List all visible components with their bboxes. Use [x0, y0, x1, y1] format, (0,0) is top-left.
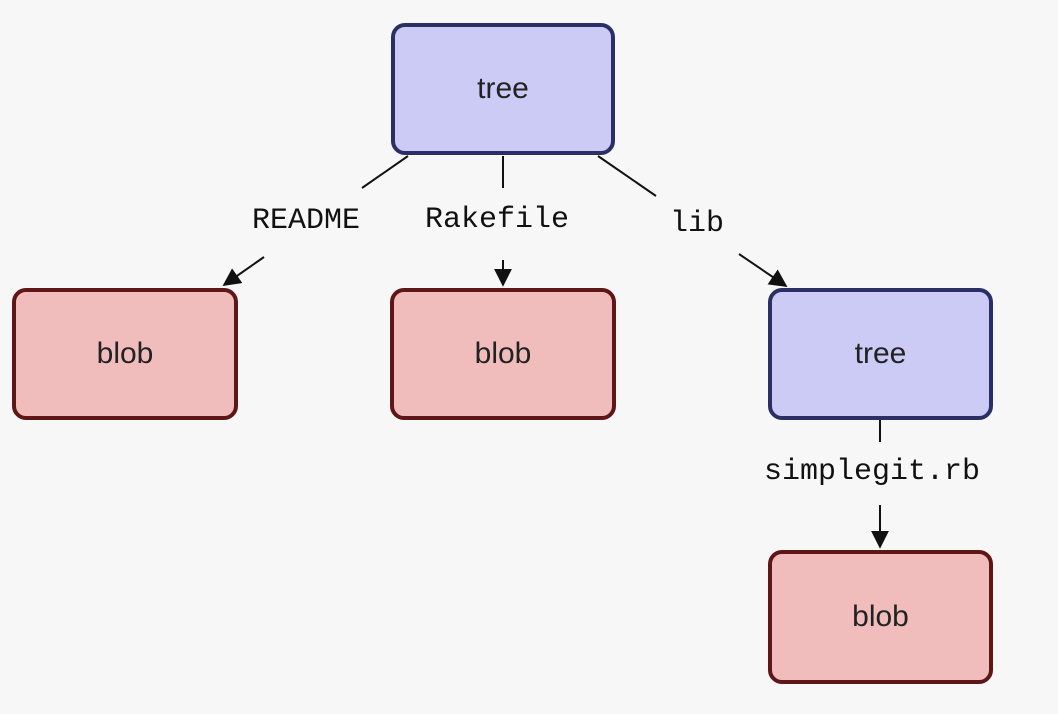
edge-arrow-lib	[738, 253, 788, 288]
edge-label-simplegit: simplegit.rb	[764, 455, 981, 489]
lib-tree-node: tree	[768, 288, 993, 420]
edge-line-readme-upper	[361, 155, 409, 189]
edge-line-lib-upper	[597, 155, 657, 197]
simplegit-blob-node: blob	[768, 550, 993, 684]
rakefile-blob-node: blob	[390, 288, 616, 420]
edge-arrow-readme	[222, 256, 265, 287]
readme-blob-label: blob	[96, 337, 154, 370]
lib-tree-label: tree	[854, 337, 907, 370]
rakefile-blob-label: blob	[474, 337, 532, 370]
edge-label-rakefile: Rakefile	[425, 203, 570, 237]
edge-label-readme: README	[252, 204, 361, 238]
root-tree-node: tree	[391, 23, 615, 155]
simplegit-blob-label: blob	[852, 600, 909, 633]
readme-blob-node: blob	[12, 288, 238, 420]
edge-label-lib: lib	[670, 207, 725, 241]
root-tree-label: tree	[477, 72, 529, 105]
